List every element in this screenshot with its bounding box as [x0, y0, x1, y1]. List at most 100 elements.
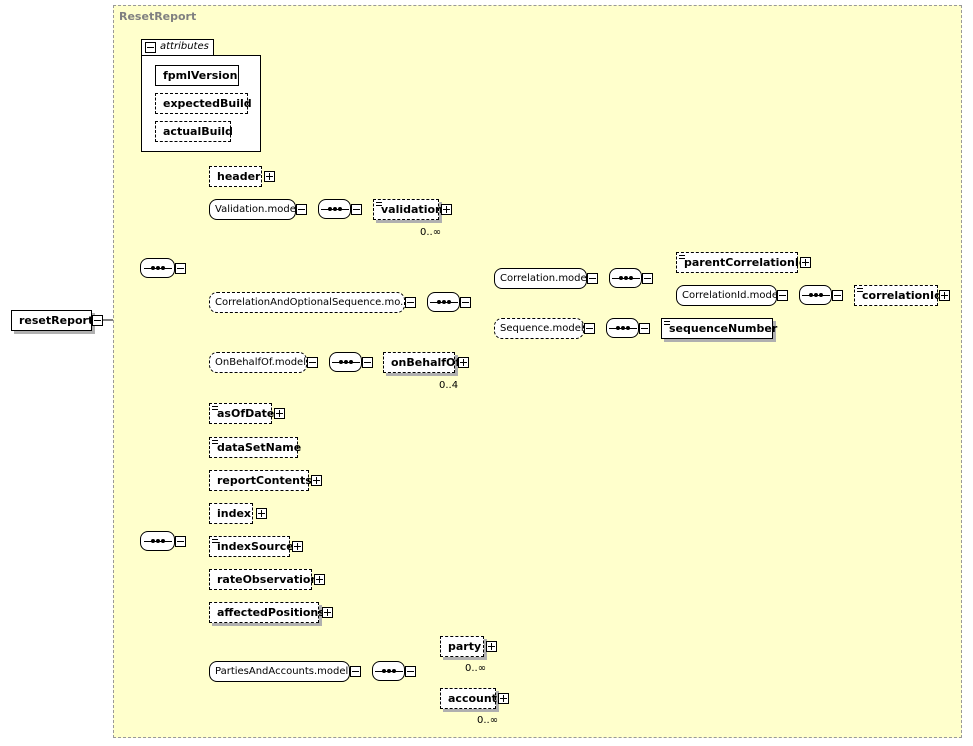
sequence-compositor[interactable] — [318, 199, 351, 219]
collapse-icon[interactable] — [460, 297, 471, 308]
simple-content-icon — [212, 406, 218, 412]
complex-type-title: ResetReport — [119, 10, 197, 23]
sequence-compositor[interactable] — [799, 285, 832, 305]
element-party[interactable]: party — [440, 636, 484, 657]
attribute-label: fpmlVersion — [163, 69, 238, 82]
element-indexsource[interactable]: indexSource — [209, 536, 294, 557]
sequence-compositor[interactable] — [372, 661, 405, 681]
collapse-icon[interactable] — [362, 357, 373, 368]
element-label: header — [217, 170, 261, 183]
group-label: CorrelationAndOptionalSequence.mo... — [215, 297, 410, 308]
collapse-icon[interactable] — [832, 290, 843, 301]
element-header[interactable]: header — [209, 166, 262, 187]
group-correlation-optional-sequence[interactable]: CorrelationAndOptionalSequence.mo... — [209, 292, 410, 313]
collapse-icon[interactable] — [351, 204, 362, 215]
expand-icon[interactable] — [486, 641, 497, 652]
element-parentcorrelationid[interactable]: parentCorrelationId — [676, 252, 807, 273]
expand-icon[interactable] — [441, 204, 452, 215]
sequence-compositor[interactable] — [427, 292, 460, 312]
root-element-resetreport[interactable]: resetReport — [11, 310, 93, 331]
element-affectedpositions[interactable]: affectedPositions — [209, 602, 325, 623]
collapse-icon[interactable] — [350, 666, 361, 677]
attribute-label: expectedBuild — [163, 97, 252, 110]
element-label: indexSource — [217, 540, 294, 553]
element-reportcontents[interactable]: reportContents — [209, 470, 312, 491]
collapse-icon[interactable] — [92, 315, 103, 326]
element-label: index — [217, 507, 252, 520]
attribute-actualbuild[interactable]: actualBuild — [155, 121, 233, 142]
sequence-icon — [143, 537, 172, 545]
expand-icon[interactable] — [274, 408, 285, 419]
element-datasetname[interactable]: dataSetName — [209, 437, 301, 458]
group-correlation-model[interactable]: Correlation.model — [494, 268, 589, 289]
expand-icon[interactable] — [800, 257, 811, 268]
group-sequence-model[interactable]: Sequence.model — [494, 318, 584, 339]
expand-icon[interactable] — [292, 541, 303, 552]
collapse-icon[interactable] — [584, 323, 595, 334]
expand-icon[interactable] — [256, 508, 267, 519]
sequence-compositor-1[interactable] — [140, 258, 175, 278]
collapse-icon[interactable] — [405, 666, 416, 677]
collapse-icon[interactable] — [405, 297, 416, 308]
simple-content-icon — [376, 202, 382, 208]
group-validation-model[interactable]: Validation.model — [209, 199, 299, 220]
element-onbehalfof[interactable]: onBehalfOf — [383, 352, 460, 373]
element-asofdate[interactable]: asOfDate — [209, 403, 275, 424]
sequence-compositor[interactable] — [609, 268, 642, 288]
group-onbehalfof-model[interactable]: OnBehalfOf.model — [209, 352, 307, 373]
group-label: Validation.model — [215, 204, 299, 215]
element-account[interactable]: account — [440, 688, 497, 709]
sequence-icon — [429, 298, 458, 306]
group-partiesandaccounts-model[interactable]: PartiesAndAccounts.model — [209, 661, 350, 682]
group-label: PartiesAndAccounts.model — [215, 666, 349, 677]
attribute-fpmlversion[interactable]: fpmlVersion — [155, 65, 239, 86]
collapse-icon[interactable] — [777, 290, 788, 301]
expand-icon[interactable] — [458, 357, 469, 368]
collapse-icon[interactable] — [587, 273, 598, 284]
sequence-compositor-2[interactable] — [140, 531, 175, 551]
element-label: validation — [381, 203, 443, 216]
element-label: parentCorrelationId — [684, 256, 807, 269]
element-label: account — [448, 692, 497, 705]
element-rateobservation[interactable]: rateObservation — [209, 569, 318, 590]
expand-icon[interactable] — [314, 574, 325, 585]
element-label: correlationId — [862, 289, 942, 302]
expand-icon[interactable] — [264, 171, 275, 182]
occurrence-label: 0..4 — [439, 380, 459, 391]
expand-icon[interactable] — [498, 693, 509, 704]
sequence-compositor[interactable] — [329, 352, 362, 372]
element-validation[interactable]: validation — [373, 199, 443, 220]
sequence-icon — [374, 667, 403, 675]
simple-content-icon — [857, 288, 863, 294]
collapse-icon[interactable] — [296, 204, 307, 215]
element-label: sequenceNumber — [669, 322, 778, 335]
sequence-icon — [331, 358, 360, 366]
element-correlationid[interactable]: correlationId — [854, 285, 942, 306]
occurrence-label: 0..∞ — [477, 715, 499, 726]
sequence-compositor[interactable] — [606, 318, 639, 338]
element-label: asOfDate — [217, 407, 275, 420]
simple-content-icon — [664, 321, 670, 327]
collapse-icon[interactable] — [307, 357, 318, 368]
simple-content-icon — [212, 440, 218, 446]
expand-icon[interactable] — [939, 290, 950, 301]
expand-icon[interactable] — [311, 475, 322, 486]
collapse-icon[interactable] — [175, 263, 186, 274]
element-label: onBehalfOf — [391, 356, 461, 369]
group-label: OnBehalfOf.model — [215, 357, 306, 368]
group-label: CorrelationId.model — [682, 290, 781, 301]
group-label: Sequence.model — [500, 323, 584, 334]
collapse-icon[interactable] — [639, 323, 650, 334]
element-sequencenumber[interactable]: sequenceNumber — [661, 318, 777, 339]
sequence-icon — [611, 274, 640, 282]
element-index[interactable]: index — [209, 503, 253, 524]
collapse-attributes-icon[interactable] — [145, 42, 156, 53]
attribute-expectedbuild[interactable]: expectedBuild — [155, 93, 252, 114]
sequence-icon — [320, 205, 349, 213]
collapse-icon[interactable] — [642, 273, 653, 284]
group-correlationid-model[interactable]: CorrelationId.model — [676, 285, 781, 306]
expand-icon[interactable] — [322, 607, 333, 618]
collapse-icon[interactable] — [175, 536, 186, 547]
occurrence-label: 0..∞ — [420, 227, 442, 238]
simple-content-icon — [212, 539, 218, 545]
